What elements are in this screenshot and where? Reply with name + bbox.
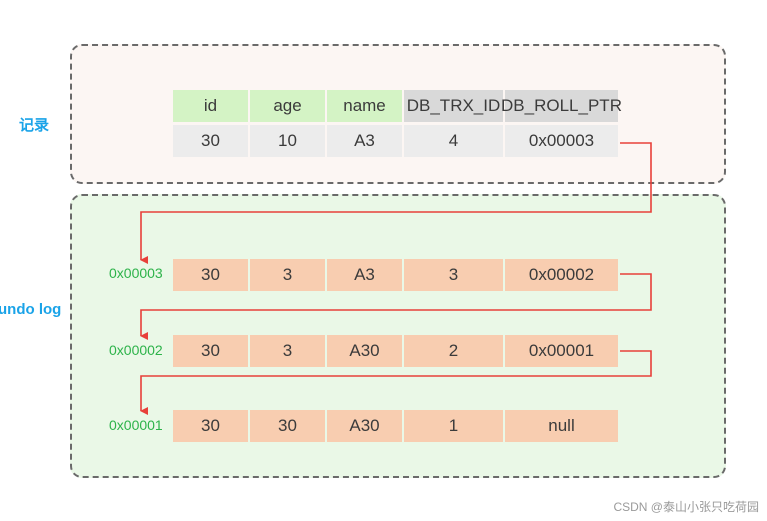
undo-cell: 0x00001	[505, 335, 618, 367]
undo-cell: 3	[250, 335, 325, 367]
undo-row-address: 0x00002	[109, 342, 163, 358]
record-db-trx-id: 4	[404, 125, 503, 157]
undo-cell: 3	[404, 259, 503, 291]
header-age: age	[250, 90, 325, 122]
undo-cell: 30	[173, 335, 248, 367]
header-name: name	[327, 90, 402, 122]
undo-cell: 2	[404, 335, 503, 367]
footer-watermark: CSDN @泰山小张只吃荷园	[613, 500, 759, 514]
undo-cell: A3	[327, 259, 402, 291]
undo-cell: 3	[250, 259, 325, 291]
undo-log-label: undo log	[0, 301, 62, 318]
undo-row-address: 0x00001	[109, 417, 163, 433]
undo-cell: A30	[327, 335, 402, 367]
undo-cell: null	[505, 410, 618, 442]
record-label: 记录	[19, 117, 50, 134]
header-db-trx-id: DB_TRX_ID	[404, 90, 503, 122]
record-id: 30	[173, 125, 248, 157]
undo-cell: 30	[173, 410, 248, 442]
record-name: A3	[327, 125, 402, 157]
undo-cell: 0x00002	[505, 259, 618, 291]
undo-row-address: 0x00003	[109, 265, 163, 281]
header-id: id	[173, 90, 248, 122]
record-db-roll-ptr: 0x00003	[505, 125, 618, 157]
header-db-roll-ptr: DB_ROLL_PTR	[501, 90, 622, 122]
undo-cell: A30	[327, 410, 402, 442]
undo-cell: 30	[250, 410, 325, 442]
undo-cell: 1	[404, 410, 503, 442]
record-age: 10	[250, 125, 325, 157]
undo-cell: 30	[173, 259, 248, 291]
